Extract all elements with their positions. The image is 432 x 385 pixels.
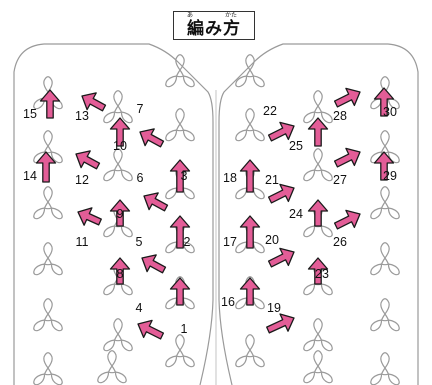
step-arrow-14 [35, 151, 57, 183]
knot-motif-icon [235, 108, 265, 142]
step-arrow-1 [169, 277, 191, 306]
left-panel-outline [13, 43, 214, 385]
step-number-18: 18 [223, 171, 237, 185]
step-number-23: 23 [315, 267, 329, 281]
step-arrow-22 [267, 121, 295, 142]
step-number-17: 17 [223, 235, 237, 249]
step-number-14: 14 [23, 169, 37, 183]
step-number-12: 12 [75, 173, 89, 187]
title-box: あ かた 編み方 [173, 11, 255, 40]
step-arrow-17 [239, 215, 261, 249]
knot-motif-icon [103, 318, 133, 352]
step-number-20: 20 [265, 233, 279, 247]
knot-motif-icon [165, 54, 195, 88]
arrow-layer [35, 87, 395, 340]
knot-motif-icon [33, 298, 63, 332]
step-arrow-16 [239, 277, 261, 306]
knot-motif-icon [33, 352, 63, 385]
step-arrow-8 [109, 257, 131, 285]
knot-motif-icon [370, 298, 400, 332]
step-arrow-11 [77, 207, 102, 226]
step-arrow-20 [267, 247, 295, 268]
step-arrow-7 [139, 128, 165, 148]
title-ruby: あ かた [174, 12, 254, 21]
step-arrow-21 [267, 183, 295, 204]
step-number-1: 1 [181, 322, 188, 336]
step-number-4: 4 [136, 301, 143, 315]
step-arrow-2 [169, 215, 191, 249]
step-arrow-30 [373, 87, 395, 117]
ruby-a: あ [187, 13, 194, 19]
step-number-15: 15 [23, 107, 37, 121]
step-number-3: 3 [181, 169, 188, 183]
step-arrow-5 [141, 254, 167, 274]
step-number-layer: 1234567891011121314151617181920212223242… [23, 102, 397, 336]
step-arrow-24 [307, 199, 329, 227]
step-number-27: 27 [333, 173, 347, 187]
step-number-26: 26 [333, 235, 347, 249]
step-arrow-10 [109, 117, 131, 147]
step-arrow-9 [109, 199, 131, 227]
knot-motif-icon [33, 242, 63, 276]
knot-motif-icon [103, 148, 133, 182]
step-arrow-27 [333, 147, 361, 168]
step-number-30: 30 [383, 105, 397, 119]
step-arrow-18 [239, 159, 261, 193]
step-number-16: 16 [221, 295, 235, 309]
step-arrow-6 [143, 192, 169, 212]
step-number-22: 22 [263, 104, 277, 118]
step-arrow-3 [169, 159, 191, 193]
step-arrow-12 [75, 150, 101, 170]
step-arrow-19 [266, 313, 295, 334]
step-number-24: 24 [289, 207, 303, 221]
step-arrow-4 [137, 319, 165, 340]
step-arrow-26 [333, 209, 361, 230]
step-arrow-23 [307, 257, 329, 285]
right-panel-outline [218, 43, 419, 385]
knot-motif-icon [165, 108, 195, 142]
step-number-29: 29 [383, 169, 397, 183]
step-number-7: 7 [137, 102, 144, 116]
knot-motif-icon [235, 54, 265, 88]
knot-motif-icon [370, 186, 400, 220]
knot-motif-icon [33, 186, 63, 220]
step-arrow-13 [81, 92, 107, 112]
step-number-2: 2 [184, 235, 191, 249]
step-number-6: 6 [137, 171, 144, 185]
knot-motif-icon [370, 352, 400, 385]
step-number-10: 10 [113, 139, 127, 153]
step-arrow-25 [307, 117, 329, 147]
knot-motif-icon [303, 148, 333, 182]
step-number-11: 11 [76, 235, 89, 249]
knot-motif-icon [370, 242, 400, 276]
step-arrow-29 [373, 151, 395, 181]
step-number-25: 25 [289, 139, 303, 153]
step-number-9: 9 [117, 207, 124, 221]
knot-motif-icon [103, 90, 133, 124]
step-arrow-15 [39, 89, 61, 119]
knot-motif-icon [303, 318, 333, 352]
step-number-13: 13 [75, 109, 89, 123]
knot-motif-icon [303, 350, 333, 384]
ruby-kata: かた [225, 13, 238, 19]
step-number-8: 8 [117, 267, 124, 281]
step-number-5: 5 [136, 235, 143, 249]
step-number-28: 28 [333, 109, 347, 123]
step-number-19: 19 [267, 301, 281, 315]
step-number-21: 21 [265, 173, 279, 187]
page-title: 編み方 [187, 19, 241, 39]
step-arrow-28 [333, 87, 361, 108]
knot-motif-icon [165, 334, 195, 368]
knot-motif-icon [97, 350, 127, 384]
knot-motif-icon [235, 334, 265, 368]
